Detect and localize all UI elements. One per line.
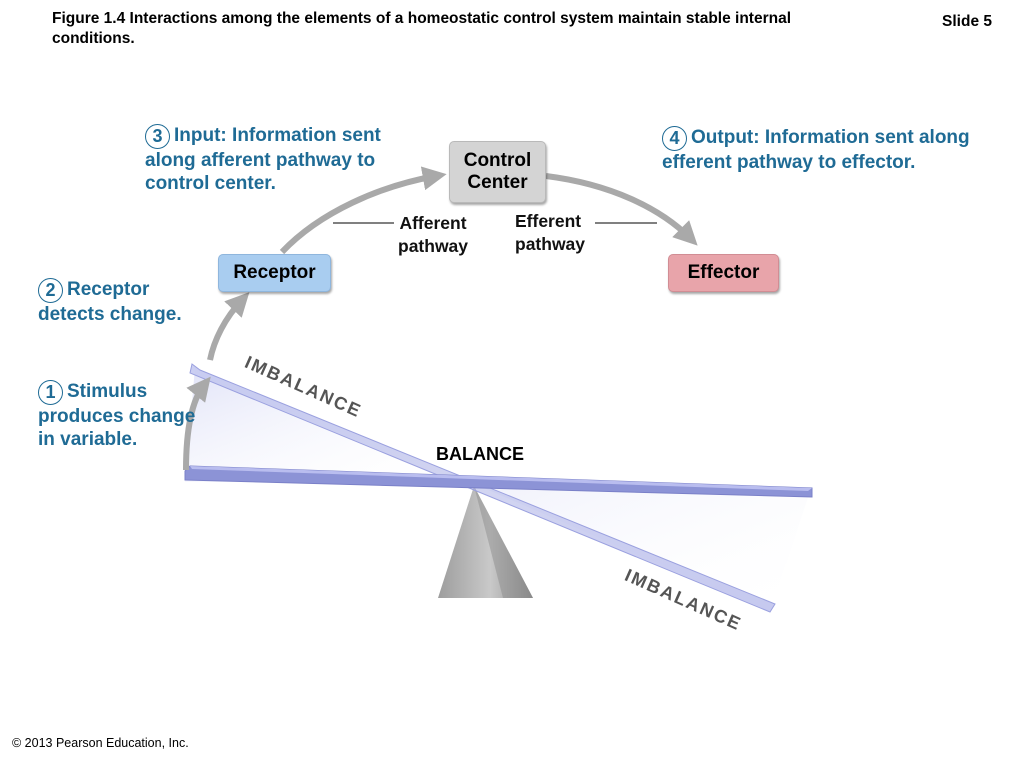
control-center-box: Control Center (449, 141, 546, 203)
afferent-line2: pathway (398, 236, 469, 256)
slide-number: Slide 5 (942, 13, 992, 30)
effector-box: Effector (668, 254, 779, 292)
step-stimulus-description: produces change in variable. (38, 406, 196, 450)
balance-beam-highlight (190, 466, 812, 491)
copyright-notice: © 2013 Pearson Education, Inc. (12, 736, 189, 750)
step-3-number: 3 (145, 124, 170, 149)
control-center-line1: Control (463, 150, 532, 171)
receptor-box: Receptor (218, 254, 331, 292)
step-4-number: 4 (662, 126, 687, 151)
receptor-arrow (207, 292, 250, 361)
efferent-arrow (545, 173, 698, 246)
step-2-number: 2 (38, 278, 63, 303)
efferent-line1: Efferent (515, 211, 582, 231)
step-stimulus-heading: Stimulus (67, 381, 148, 402)
step-input-description: Information sent along afferent pathway … (145, 125, 381, 194)
step-receptor-heading: Receptor (67, 279, 150, 300)
afferent-line1: Afferent (399, 213, 467, 233)
fulcrum-shade (474, 486, 533, 598)
step-output-description: Information sent along efferent pathway … (662, 127, 970, 173)
efferent-line2: pathway (515, 234, 586, 254)
afferent-pathway-label: Afferent pathway (398, 212, 468, 258)
control-center-line2: Center (467, 172, 528, 193)
efferent-pathway-label: Efferent pathway (515, 210, 585, 256)
figure-caption: Figure 1.4 Interactions among the elemen… (52, 10, 792, 47)
afferent-arrow (279, 166, 447, 255)
stimulus-arrow (183, 376, 211, 471)
step-output-heading: Output: (691, 127, 760, 148)
balance-label: BALANCE (436, 444, 524, 464)
step-input-heading: Input: (174, 125, 227, 146)
step-receptor-description: detects change. (38, 304, 182, 325)
fulcrum (438, 486, 533, 598)
step-1-number: 1 (38, 380, 63, 405)
